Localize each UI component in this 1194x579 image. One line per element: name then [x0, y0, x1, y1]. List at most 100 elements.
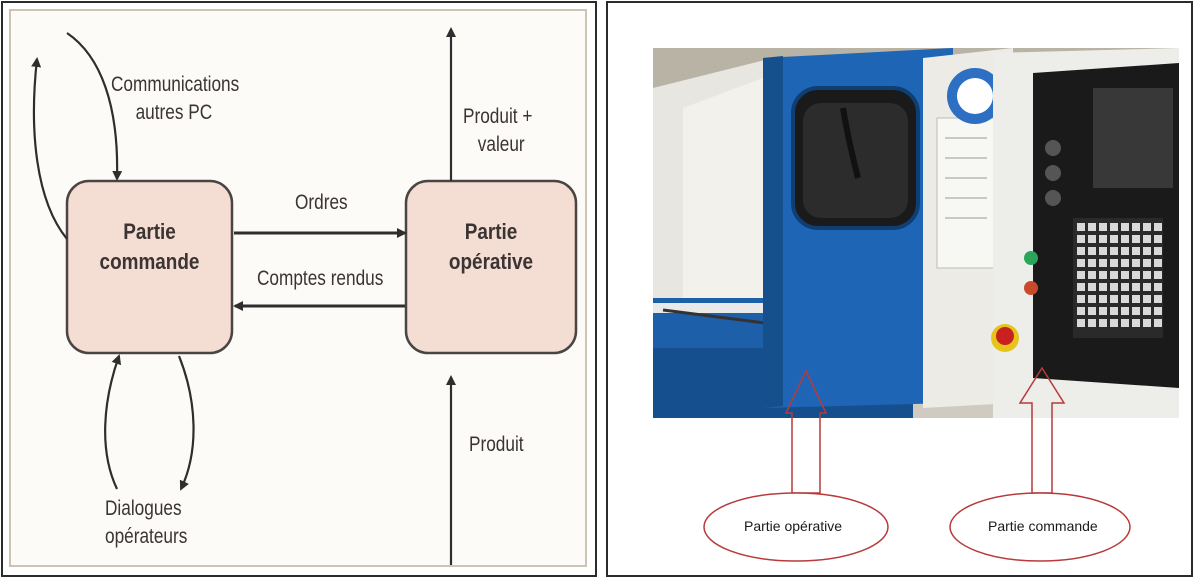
- diagram-panel: Partie commande Partie opérative Ordres …: [1, 1, 597, 577]
- reports-label: Comptes rendus: [257, 267, 384, 290]
- product-value-line1: Produit +: [463, 105, 533, 128]
- dialogues-in-arrow: [104, 354, 122, 490]
- operative-label-ellipse: [703, 492, 889, 562]
- keypad-key: [1110, 235, 1118, 243]
- communications-in-arrow: [66, 32, 123, 181]
- keypad-key: [1088, 223, 1096, 231]
- keypad-key: [1154, 271, 1162, 279]
- keypad-key: [1154, 283, 1162, 291]
- partie-commande-photo-label: Partie commande: [988, 518, 1098, 534]
- partie-operative-photo-label: Partie opérative: [744, 518, 843, 534]
- keypad-key: [1143, 223, 1151, 231]
- keypad-key: [1077, 259, 1085, 267]
- keypad-key: [1077, 223, 1085, 231]
- cnc-machine-photo: [653, 48, 1179, 418]
- product-value-line2: valeur: [477, 133, 525, 156]
- partie-operative-line1: Partie: [464, 219, 518, 244]
- commande-label-ellipse: [949, 492, 1131, 562]
- partie-operative-line2: opérative: [448, 249, 534, 274]
- dialogues-line2: opérateurs: [105, 525, 188, 548]
- keypad-key: [1132, 259, 1140, 267]
- keypad-key: [1143, 319, 1151, 327]
- keypad-key: [1143, 259, 1151, 267]
- keypad-key: [1077, 247, 1085, 255]
- dialogues-line1: Dialogues: [105, 497, 182, 520]
- partie-commande-line2: commande: [99, 249, 200, 274]
- keypad-key: [1077, 295, 1085, 303]
- keypad-key: [1110, 223, 1118, 231]
- keypad-key: [1088, 283, 1096, 291]
- cnc-machine-illustration: [653, 48, 1179, 418]
- keypad-key: [1099, 295, 1107, 303]
- keypad-key: [1121, 319, 1129, 327]
- callout-overlay: [703, 366, 1131, 562]
- keypad-key: [1132, 283, 1140, 291]
- keypad-key: [1121, 295, 1129, 303]
- keypad-key: [1099, 283, 1107, 291]
- keypad-key: [1143, 295, 1151, 303]
- keypad-key: [1099, 235, 1107, 243]
- partie-commande-box: [65, 179, 234, 355]
- keypad-key: [1088, 295, 1096, 303]
- communications-label: Communications autres PC: [111, 71, 239, 127]
- keypad-key: [1132, 235, 1140, 243]
- keypad-key: [1132, 247, 1140, 255]
- diagram-frame: Partie commande Partie opérative Ordres …: [9, 9, 587, 567]
- keypad-key: [1121, 235, 1129, 243]
- partie-commande-line1: Partie: [123, 219, 176, 244]
- keypad-key: [1110, 259, 1118, 267]
- keypad-key: [1088, 319, 1096, 327]
- product-value-label: Produit + valeur: [463, 103, 532, 159]
- keypad-key: [1088, 259, 1096, 267]
- keypad-key: [1099, 223, 1107, 231]
- keypad-key: [1132, 295, 1140, 303]
- dialogues-out-arrow: [177, 355, 195, 491]
- keypad-key: [1110, 319, 1118, 327]
- keypad-key: [1143, 283, 1151, 291]
- dialogues-label: Dialogues opérateurs: [105, 495, 187, 551]
- photo-panel: Partie opérative Partie commande: [606, 1, 1193, 577]
- keypad-key: [1154, 223, 1162, 231]
- keypad-key: [1110, 295, 1118, 303]
- keypad-key: [1121, 307, 1129, 315]
- keypad-key: [1099, 307, 1107, 315]
- partie-operative-box: [404, 179, 578, 355]
- keypad-key: [1143, 307, 1151, 315]
- keypad-key: [1132, 271, 1140, 279]
- keypad-key: [1143, 271, 1151, 279]
- keypad-key: [1154, 235, 1162, 243]
- communications-out-arrow: [31, 57, 68, 240]
- keypad-key: [1143, 235, 1151, 243]
- keypad-key: [1132, 223, 1140, 231]
- keypad-key: [1121, 271, 1129, 279]
- keypad-key: [1121, 283, 1129, 291]
- keypad-key: [1099, 247, 1107, 255]
- keypad-key: [1088, 307, 1096, 315]
- keypad-key: [1099, 259, 1107, 267]
- keypad-key: [1110, 247, 1118, 255]
- keypad-key: [1088, 235, 1096, 243]
- keypad-key: [1110, 307, 1118, 315]
- product-label: Produit: [469, 433, 524, 456]
- keypad-key: [1099, 271, 1107, 279]
- operative-callout-arrow: [784, 369, 828, 494]
- keypad-key: [1099, 319, 1107, 327]
- keypad-key: [1088, 271, 1096, 279]
- communications-line2: autres PC: [135, 101, 213, 124]
- keypad-key: [1154, 307, 1162, 315]
- keypad-key: [1077, 319, 1085, 327]
- keypad-key: [1088, 247, 1096, 255]
- keypad-key: [1154, 259, 1162, 267]
- commande-callout-arrow: [1018, 366, 1066, 494]
- keypad-key: [1077, 271, 1085, 279]
- orders-label: Ordres: [295, 191, 348, 214]
- keypad-key: [1121, 223, 1129, 231]
- partie-operative-label: Partie opérative: [418, 217, 564, 277]
- keypad-key: [1154, 295, 1162, 303]
- keypad-key: [1154, 247, 1162, 255]
- keypad-key: [1077, 235, 1085, 243]
- keypad-key: [1077, 283, 1085, 291]
- partie-commande-label: Partie commande: [79, 217, 221, 277]
- diagram-svg: [31, 27, 578, 565]
- keypad-key: [1110, 283, 1118, 291]
